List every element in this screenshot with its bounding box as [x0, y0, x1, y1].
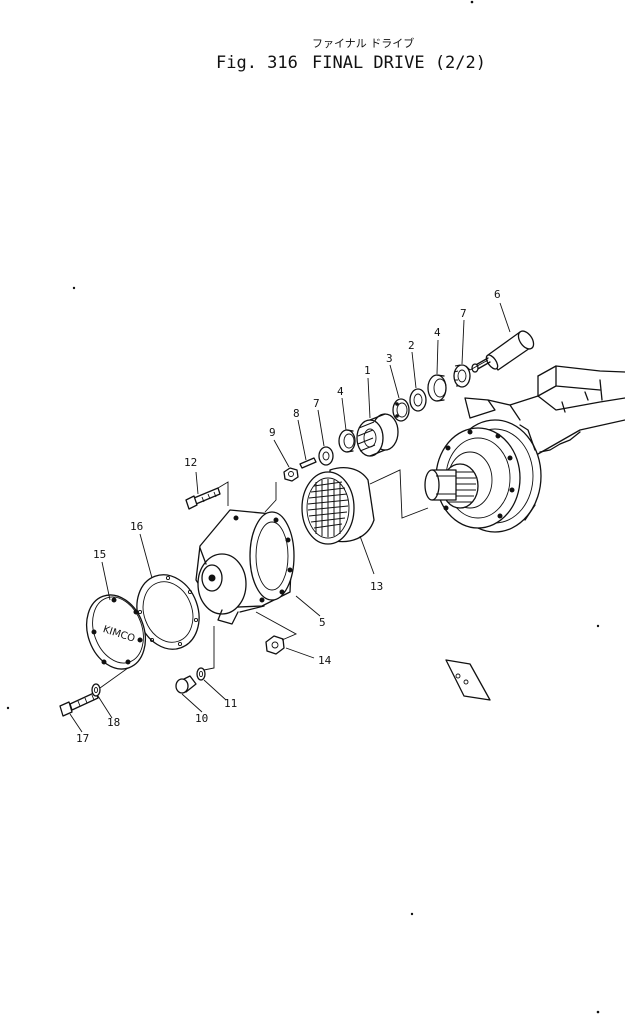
callout-4: 4 — [337, 385, 344, 398]
part-9-nut — [283, 467, 299, 482]
callout-2: 2 — [408, 339, 415, 352]
callout-6: 6 — [494, 288, 501, 301]
part-4-ring-right — [427, 374, 447, 402]
part-15-cover: KIMCO — [86, 594, 146, 670]
figure-number: Fig. 316 — [216, 53, 298, 73]
callout-13: 13 — [370, 580, 383, 593]
splined-shaft — [424, 463, 479, 509]
assembly-guide-lines — [99, 359, 489, 689]
callout-12: 12 — [184, 456, 197, 469]
part-11-o-ring — [196, 667, 206, 681]
part-12-bolt — [185, 487, 221, 510]
part-18-washer — [91, 683, 101, 697]
callout-9: 9 — [269, 426, 276, 439]
callout-18: 18 — [107, 716, 120, 729]
callout-14: 14 — [318, 654, 332, 667]
callout-1: 1 — [364, 364, 371, 377]
callout-10: 10 — [195, 712, 208, 725]
part-10-plug — [175, 675, 197, 694]
callout-16: 16 — [130, 520, 143, 533]
callout-7: 7 — [313, 397, 320, 410]
callout-15: 15 — [93, 548, 106, 561]
reference-tag — [445, 659, 491, 701]
axle-housing — [464, 365, 625, 471]
part-1-gear — [356, 413, 399, 457]
figure-title: FINAL DRIVE (2/2) — [312, 53, 486, 73]
figure-subtitle-jp: ファイナル ドライブ — [312, 36, 414, 50]
part-6-shaft — [471, 330, 535, 373]
callout-labels: 6 7 4 2 3 1 4 7 8 9 12 16 15 13 5 14 11 … — [76, 288, 501, 745]
part-5-carrier-housing — [195, 509, 295, 625]
part-17-bolt — [59, 691, 99, 717]
callout-17: 17 — [76, 732, 89, 745]
scan-specks — [6, 0, 600, 1014]
part-2-washer — [409, 388, 427, 412]
callout-11: 11 — [224, 697, 237, 710]
part-8-pin — [299, 457, 317, 469]
callout-8: 8 — [293, 407, 300, 420]
part-13-ring-gear — [301, 467, 375, 545]
part-7-small-gear — [453, 364, 471, 388]
part-7-bushing — [318, 446, 334, 466]
part-16-gasket — [136, 574, 200, 650]
part-14-nut — [265, 635, 285, 655]
callout-3: 3 — [386, 352, 393, 365]
callout-5: 5 — [319, 616, 326, 629]
callout-4: 4 — [434, 326, 441, 339]
callout-7: 7 — [460, 307, 467, 320]
part-3-bearing — [392, 398, 410, 422]
part-4-ring-left — [338, 429, 356, 453]
leader-lines — [69, 302, 511, 733]
